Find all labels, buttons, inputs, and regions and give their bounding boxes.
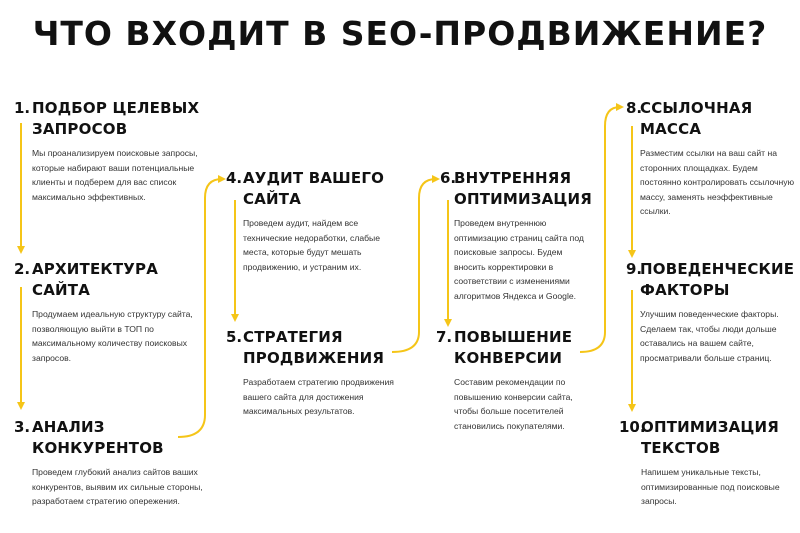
step-title: СТРАТЕГИЯ ПРОДВИЖЕНИЯ xyxy=(243,328,385,367)
step-number: 7. xyxy=(436,328,453,346)
page-title: ЧТО ВХОДИТ В SEO-ПРОДВИЖЕНИЕ? xyxy=(32,14,768,53)
step-number: 4. xyxy=(226,169,243,187)
step-title: АУДИТ ВАШЕГО САЙТА xyxy=(243,169,385,208)
step-description: Разработаем стратегию продвижения вашего… xyxy=(243,377,394,417)
step-description: Проведем внутреннюю оптимизацию страниц … xyxy=(454,218,584,301)
step-title: ОПТИМИЗАЦИЯ ТЕКСТОВ xyxy=(641,418,780,457)
step-title: ВНУТРЕННЯЯ ОПТИМИЗАЦИЯ xyxy=(454,169,593,208)
step-number: 1. xyxy=(14,99,31,117)
step-4: 4. АУДИТ ВАШЕГО САЙТА Проведем аудит, на… xyxy=(226,168,401,274)
step-description: Напишем уникальные тексты, оптимизирован… xyxy=(641,467,780,507)
step-description: Проведем глубокий анализ сайтов ваших ко… xyxy=(32,467,203,507)
step-title: ПОДБОР ЦЕЛЕВЫХ ЗАПРОСОВ xyxy=(32,99,200,138)
step-number: 2. xyxy=(14,260,31,278)
step-title: ПОВЫШЕНИЕ КОНВЕРСИИ xyxy=(454,328,573,367)
step-description: Проведем аудит, найдем все технические н… xyxy=(243,218,380,272)
step-7: 7. ПОВЫШЕНИЕ КОНВЕРСИИ Составим рекоменд… xyxy=(436,327,596,433)
step-number: 10. xyxy=(619,418,646,436)
step-8: 8. ССЫЛОЧНАЯ МАССА Разместим ссылки на в… xyxy=(626,98,796,219)
step-3: 3. АНАЛИЗ КОНКУРЕНТОВ Проведем глубокий … xyxy=(14,417,224,509)
step-description: Разместим ссылки на ваш сайт на сторонни… xyxy=(640,148,795,217)
step-number: 9. xyxy=(626,260,643,278)
step-number: 3. xyxy=(14,418,31,436)
step-number: 6. xyxy=(440,169,457,187)
step-title: АРХИТЕКТУРА САЙТА xyxy=(32,260,159,299)
step-6: 6. ВНУТРЕННЯЯ ОПТИМИЗАЦИЯ Проведем внутр… xyxy=(440,168,595,304)
step-title: АНАЛИЗ КОНКУРЕНТОВ xyxy=(32,418,164,457)
step-title: ПОВЕДЕНЧЕСКИЕ ФАКТОРЫ xyxy=(640,260,795,299)
step-10: 10. ОПТИМИЗАЦИЯ ТЕКСТОВ Напишем уникальн… xyxy=(619,417,795,509)
step-description: Продумаем идеальную структуру сайта, поз… xyxy=(32,309,193,363)
step-1: 1. ПОДБОР ЦЕЛЕВЫХ ЗАПРОСОВ Мы проанализи… xyxy=(14,98,204,204)
step-description: Составим рекомендации по повышению конве… xyxy=(454,377,573,431)
step-description: Мы проанализируем поисковые запросы, кот… xyxy=(32,148,198,202)
step-2: 2. АРХИТЕКТУРА САЙТА Продумаем идеальную… xyxy=(14,259,194,365)
step-number: 8. xyxy=(626,99,643,117)
step-number: 5. xyxy=(226,328,243,346)
step-5: 5. СТРАТЕГИЯ ПРОДВИЖЕНИЯ Разработаем стр… xyxy=(226,327,401,419)
step-title: ССЫЛОЧНАЯ МАССА xyxy=(640,99,753,138)
step-9: 9. ПОВЕДЕНЧЕСКИЕ ФАКТОРЫ Улучшим поведен… xyxy=(626,259,798,365)
step-description: Улучшим поведенческие факторы. Сделаем т… xyxy=(640,309,779,363)
